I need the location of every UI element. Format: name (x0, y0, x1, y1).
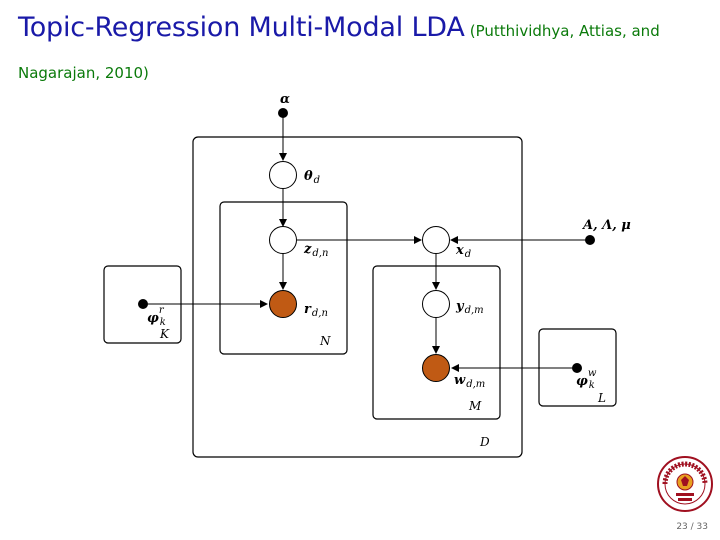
label-r: rd,n (304, 302, 328, 319)
label-y: yd,m (455, 299, 484, 316)
university-seal-logo (657, 456, 713, 512)
node-aLm (585, 235, 595, 245)
label-x: xd (455, 243, 471, 260)
node-r (269, 290, 297, 318)
plate-label-M: M (468, 399, 482, 413)
label-aLm: A, Λ, μ (581, 218, 631, 233)
label-w: wd,m (454, 373, 485, 390)
node-phi-r (138, 299, 148, 309)
label-z: zd,n (303, 242, 328, 259)
page-number: 23 / 33 (676, 522, 708, 532)
label-theta: θd (304, 169, 320, 186)
node-theta (269, 161, 297, 189)
title-citation-line2: Nagarajan, 2010) (18, 64, 149, 82)
node-z (269, 226, 297, 254)
node-x (422, 226, 450, 254)
plate-label-L: L (597, 391, 606, 405)
label-phi-r: φkr (147, 305, 166, 328)
plate-D (192, 136, 523, 458)
slide-title: Topic-Regression Multi-Modal LDA (Putthi… (18, 14, 708, 41)
label-alpha: α (280, 92, 290, 107)
node-alpha (278, 108, 288, 118)
plate-label-D: D (479, 435, 490, 449)
node-y (422, 290, 450, 318)
node-phi-w (572, 363, 582, 373)
plate-label-N: N (319, 334, 331, 348)
label-phi-w: φkw (576, 368, 597, 391)
node-w (422, 354, 450, 382)
title-main: Topic-Regression Multi-Modal LDA (18, 12, 465, 43)
title-citation: (Putthividhya, Attias, and (469, 22, 660, 40)
plate-label-K: K (159, 327, 170, 341)
